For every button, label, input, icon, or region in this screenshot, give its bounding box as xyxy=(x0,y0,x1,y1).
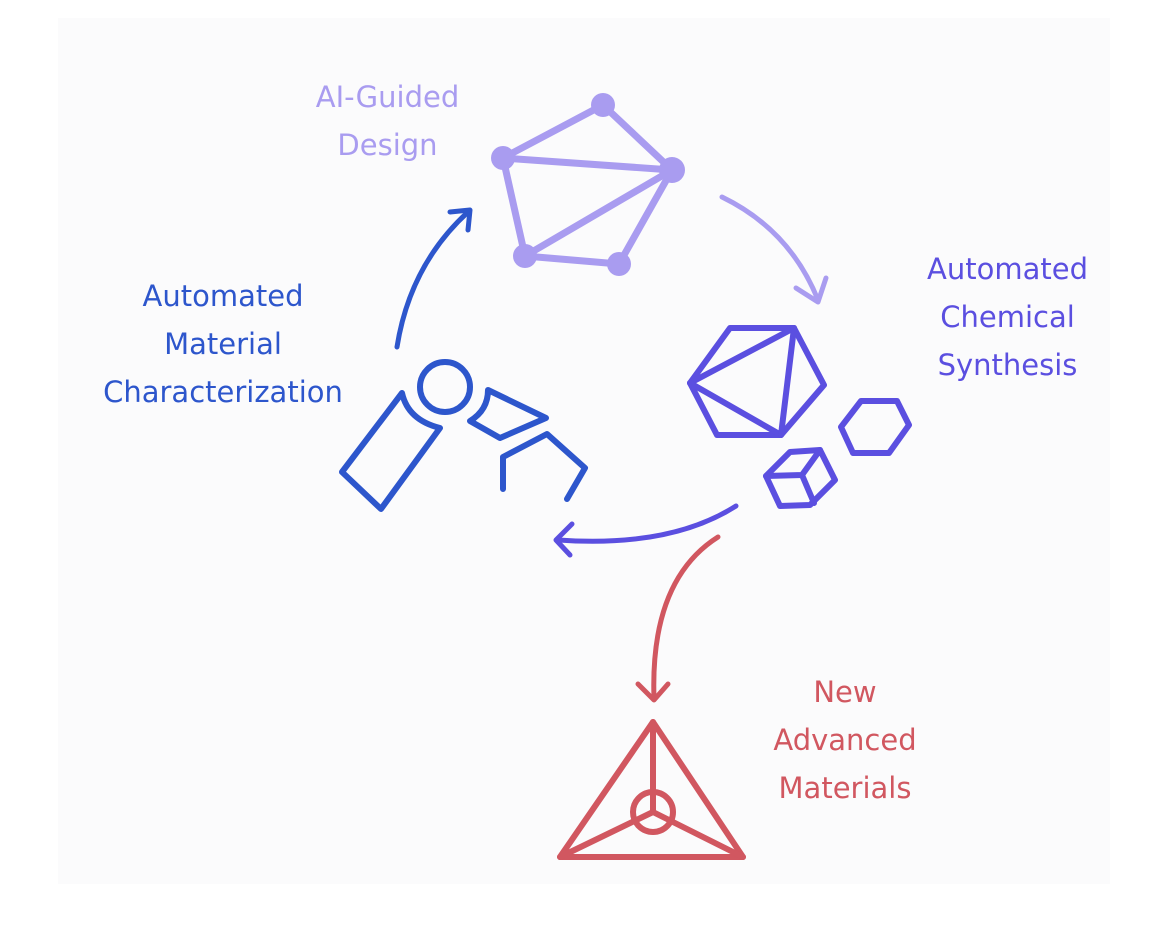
label-line: Automated xyxy=(927,252,1088,286)
label-automated-chemical-synthesis: Automated Chemical Synthesis xyxy=(905,245,1110,389)
label-line: Synthesis xyxy=(937,348,1078,382)
arrow-characterization-to-design xyxy=(394,207,473,350)
label-new-advanced-materials: New Advanced Materials xyxy=(745,668,945,812)
label-line: New xyxy=(813,675,877,709)
tetrahedron-icon xyxy=(557,719,746,860)
label-automated-material-characterization: Automated Material Characterization xyxy=(78,272,368,416)
label-line: Advanced xyxy=(773,723,917,757)
arrow-synthesis-to-materials xyxy=(635,534,721,703)
label-line: Chemical xyxy=(940,300,1075,334)
label-line: Automated xyxy=(142,279,304,313)
label-ai-guided-design: AI-Guided Design xyxy=(290,73,485,169)
robot-arm-icon xyxy=(339,359,588,512)
arrow-design-to-synthesis xyxy=(719,194,829,305)
label-line: Characterization xyxy=(103,375,343,409)
label-line: AI-Guided xyxy=(315,80,460,114)
label-line: Materials xyxy=(778,771,912,805)
label-line: Material xyxy=(164,327,282,361)
molecular-network-icon xyxy=(491,93,685,276)
polyhedra-crystals-icon xyxy=(687,325,912,509)
label-line: Design xyxy=(337,128,438,162)
arrow-synthesis-to-characterization xyxy=(553,503,739,558)
